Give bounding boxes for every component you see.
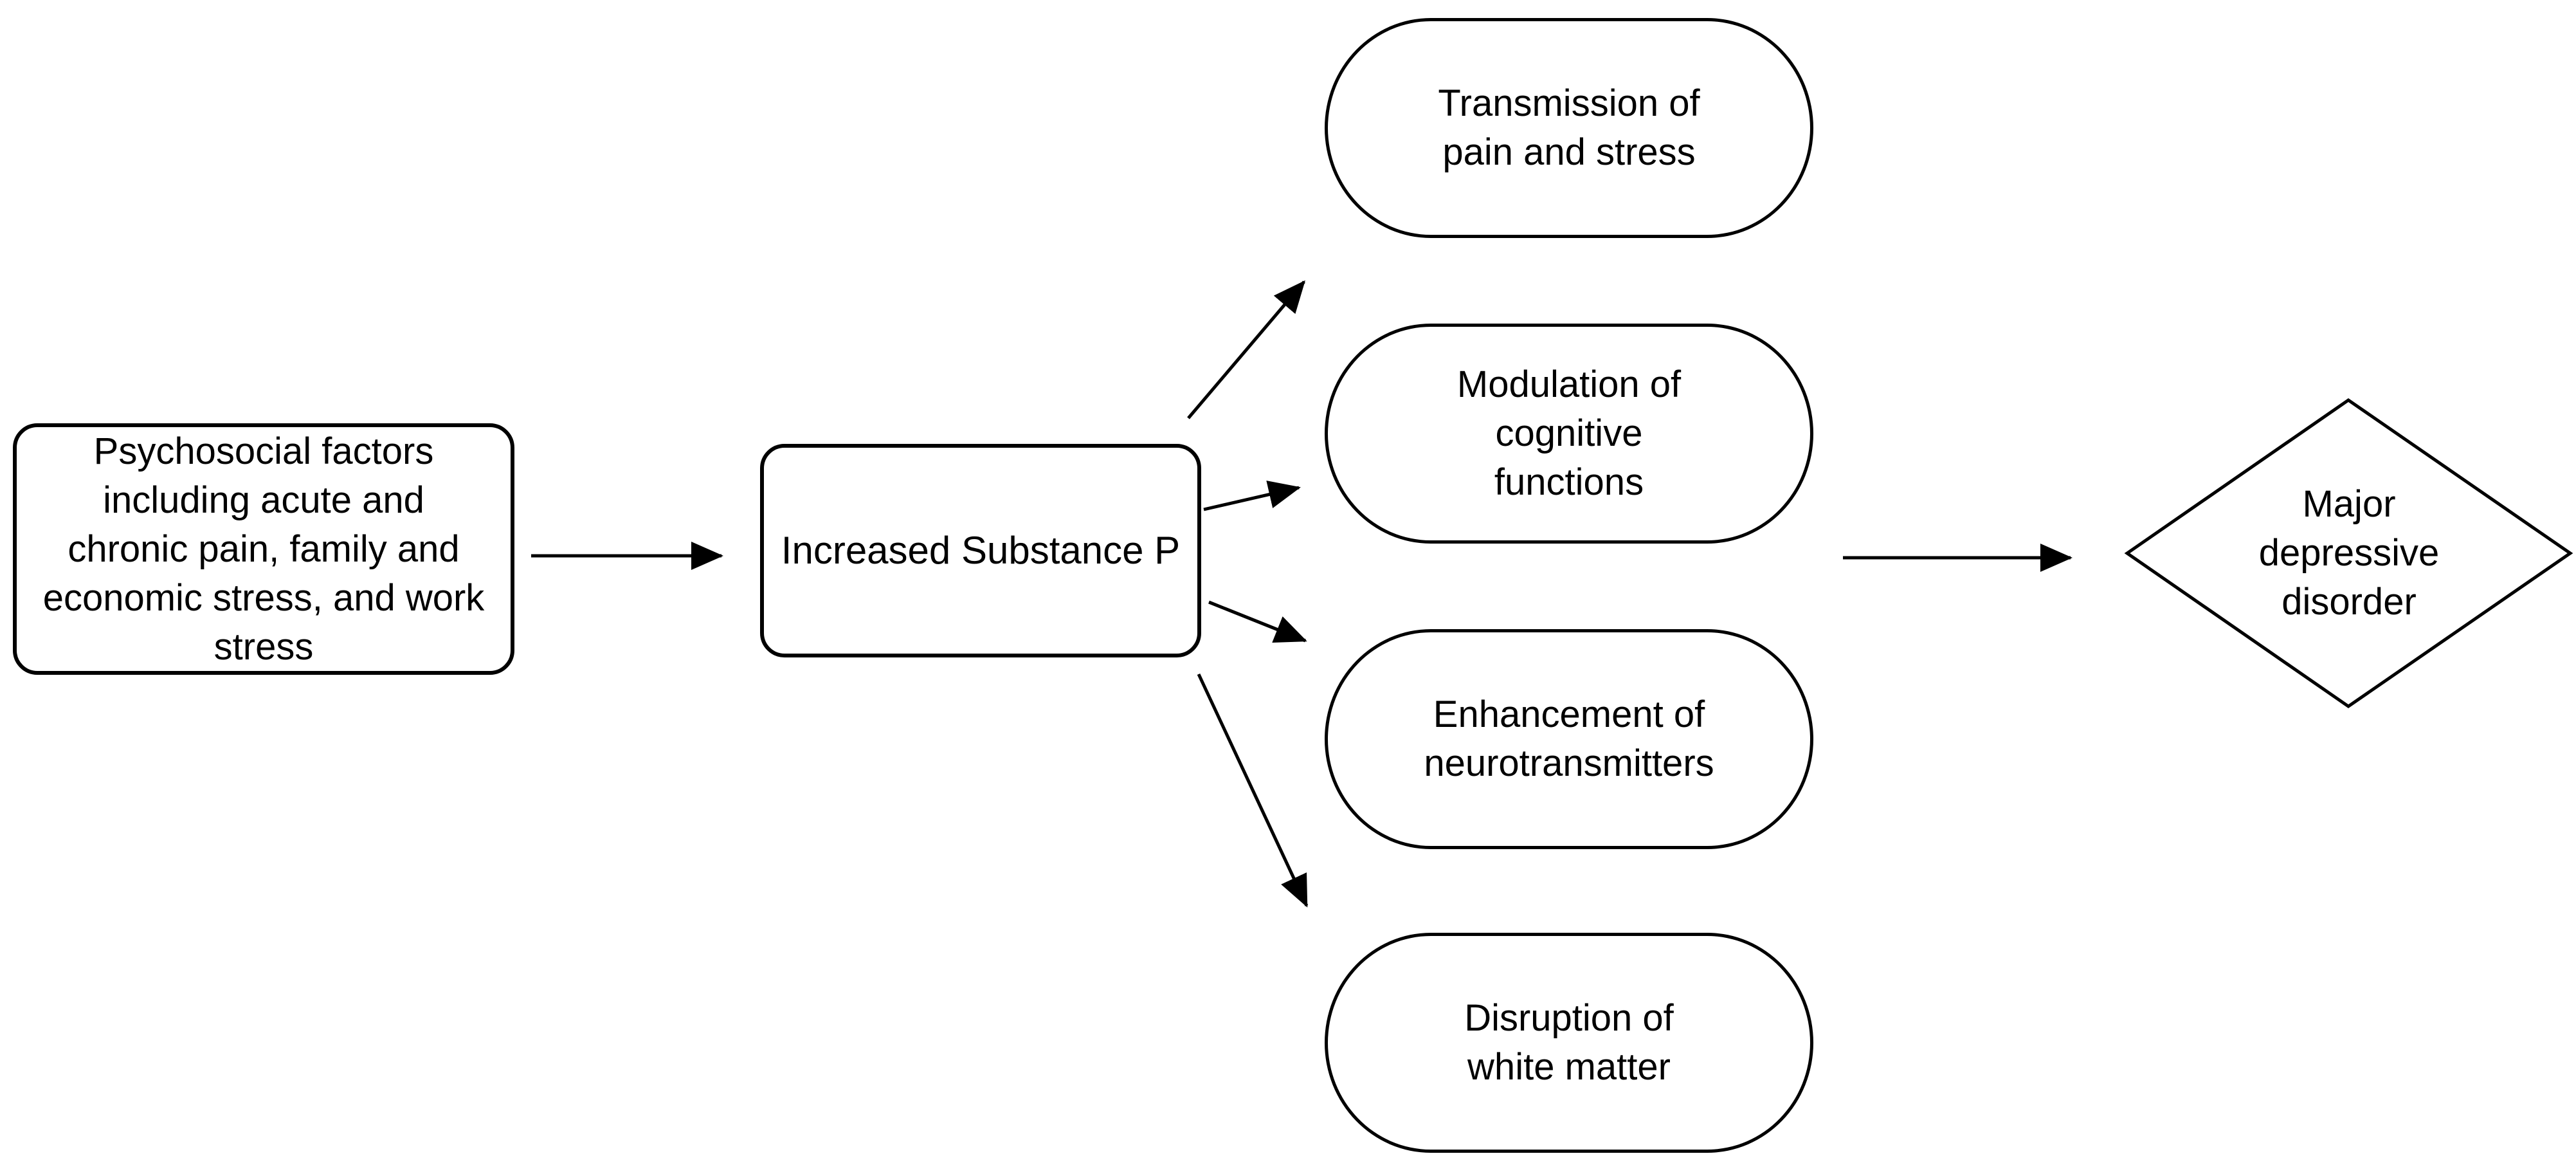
edge-substancep-to-transmission [1187, 280, 1305, 419]
node-psychosocial-factors: Psychosocial factors including acute and… [13, 423, 514, 675]
node-label-line: stress [213, 625, 314, 668]
node-label-line: Modulation of [1456, 363, 1682, 405]
node-disruption-of-white-matter: Disruption of white matter [1325, 933, 1813, 1153]
node-transmission-of-pain-and-stress: Transmission of pain and stress [1325, 18, 1813, 238]
node-label-line: Major [2302, 483, 2396, 525]
edge-substancep-to-enhancement [1208, 600, 1307, 643]
node-label-line: functions [1494, 461, 1644, 503]
edge-substancep-to-modulation [1203, 481, 1301, 511]
node-label-line: Disruption of [1464, 997, 1674, 1039]
node-label-line: pain and stress [1442, 131, 1696, 173]
node-label-line: economic stress, and work [42, 576, 485, 619]
node-label-line: Psychosocial factors [93, 430, 434, 472]
node-label-line: including acute and [103, 479, 424, 521]
node-label-line: Transmission of [1438, 82, 1700, 124]
node-modulation-of-cognitive-functions: Modulation of cognitive functions [1325, 324, 1813, 544]
edge-substancep-to-disruption [1197, 673, 1309, 908]
node-label-line: chronic pain, family and [68, 527, 460, 570]
node-label-line: Increased Substance P [781, 529, 1181, 572]
node-label-line: depressive [2258, 532, 2440, 574]
node-label-line: white matter [1467, 1046, 1671, 1088]
node-label-line: neurotransmitters [1424, 742, 1714, 784]
diamond-shape-major-depressive-disorder [2124, 398, 2573, 709]
node-enhancement-of-neurotransmitters: Enhancement of neurotransmitters [1325, 629, 1813, 849]
node-major-depressive-disorder: Major depressive disorder [2224, 482, 2474, 625]
node-label-line: disorder [2281, 581, 2417, 623]
node-label-line: Enhancement of [1433, 693, 1705, 735]
node-increased-substance-p: Increased Substance P [760, 444, 1201, 657]
node-label-line: cognitive [1495, 412, 1643, 454]
